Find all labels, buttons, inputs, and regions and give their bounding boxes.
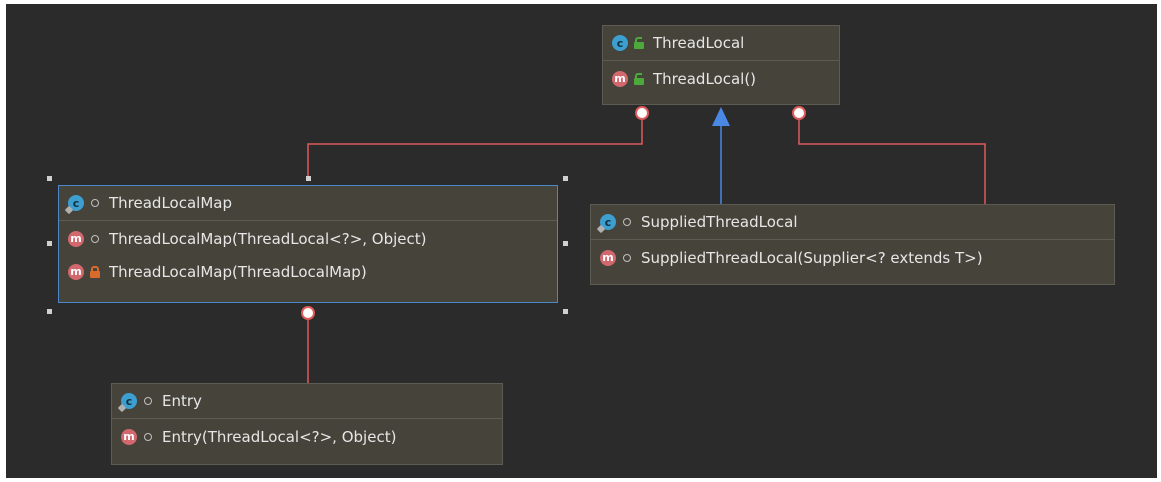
package-private-icon: [623, 253, 631, 262]
inner-class-endpoint: [635, 106, 649, 120]
package-private-icon: [144, 397, 152, 405]
diagram-links: [301, 106, 986, 383]
inner-class-link-supplied[interactable]: [798, 116, 986, 204]
inner-class-endpoint: [792, 106, 806, 120]
inner-class-endpoint: [301, 306, 315, 320]
package-private-icon: [623, 218, 631, 226]
class-header[interactable]: c ThreadLocal: [603, 26, 839, 61]
class-name: Entry: [162, 392, 202, 410]
inner-class-link-threadlocal-map[interactable]: [307, 116, 643, 179]
method-row[interactable]: m ThreadLocalMap(ThreadLocal<?>, Object): [59, 221, 557, 256]
method-signature: SuppliedThreadLocal(Supplier<? extends T…: [641, 248, 983, 267]
method-signature: ThreadLocalMap(ThreadLocal<?>, Object): [109, 229, 427, 248]
class-node-entry[interactable]: c Entry m Entry(ThreadLocal<?>, Object): [111, 383, 503, 465]
resize-handle-top-right[interactable]: [563, 176, 568, 181]
resize-handle-left[interactable]: [47, 241, 52, 246]
method-signature: Entry(ThreadLocal<?>, Object): [162, 427, 397, 446]
class-header[interactable]: c SuppliedThreadLocal: [591, 205, 1114, 240]
inheritance-arrowhead: [712, 107, 730, 126]
method-icon: m: [68, 230, 84, 247]
method-icon: m: [600, 249, 616, 266]
diagram-canvas[interactable]: c ThreadLocal m ThreadLocal() c ThreadLo…: [6, 4, 1157, 478]
method-icon: m: [612, 70, 628, 87]
method-icon: m: [121, 428, 137, 445]
method-icon: m: [68, 263, 84, 280]
method-signature: ThreadLocal(): [653, 69, 757, 88]
resize-handle-right[interactable]: [563, 241, 568, 246]
public-icon: [634, 37, 644, 49]
class-name: ThreadLocal: [653, 34, 745, 52]
resize-handle-top-left[interactable]: [47, 176, 52, 181]
nested-class-icon: c: [600, 214, 616, 230]
class-name: ThreadLocalMap: [109, 194, 232, 212]
class-name: SuppliedThreadLocal: [641, 213, 798, 231]
public-icon: [634, 72, 644, 85]
class-icon: c: [612, 35, 628, 51]
package-private-icon: [91, 234, 99, 243]
package-private-icon: [91, 199, 99, 207]
private-lock-icon: [90, 265, 100, 278]
method-row[interactable]: m ThreadLocalMap(ThreadLocalMap): [59, 254, 557, 289]
nested-class-icon: c: [121, 393, 137, 409]
resize-handle-bottom-right[interactable]: [563, 309, 568, 314]
class-node-threadlocal[interactable]: c ThreadLocal m ThreadLocal(): [602, 25, 840, 105]
class-node-suppliedthreadlocal[interactable]: c SuppliedThreadLocal m SuppliedThreadLo…: [590, 204, 1115, 285]
nested-class-icon: c: [68, 195, 84, 211]
class-header[interactable]: c Entry: [112, 384, 502, 419]
method-row[interactable]: m Entry(ThreadLocal<?>, Object): [112, 419, 502, 454]
resize-handle-bottom-left[interactable]: [47, 309, 52, 314]
method-row[interactable]: m ThreadLocal(): [603, 61, 839, 96]
resize-handle-top[interactable]: [306, 176, 311, 181]
method-row[interactable]: m SuppliedThreadLocal(Supplier<? extends…: [591, 240, 1114, 275]
class-header[interactable]: c ThreadLocalMap: [59, 186, 557, 221]
package-private-icon: [144, 432, 152, 441]
method-signature: ThreadLocalMap(ThreadLocalMap): [109, 262, 367, 281]
class-node-threadlocalmap[interactable]: c ThreadLocalMap m ThreadLocalMap(Thread…: [58, 185, 558, 303]
